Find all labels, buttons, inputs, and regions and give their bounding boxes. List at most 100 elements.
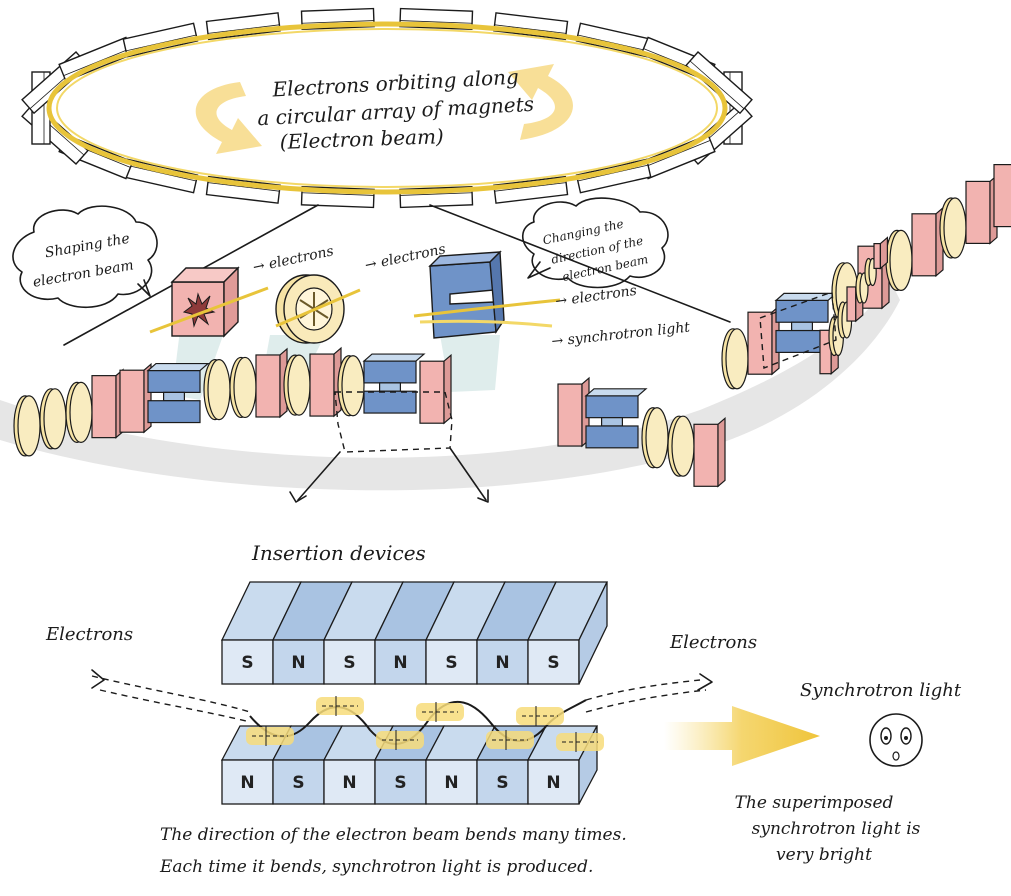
storage-ring: Electrons orbiting along a circular arra… — [21, 7, 753, 209]
zoom-line-gap-right — [449, 447, 487, 501]
top-pole-S: S — [220, 581, 303, 685]
electron-path-in — [91, 675, 251, 713]
insertion-gap-box-far — [759, 291, 837, 369]
magnet-lattice-row — [13, 164, 1011, 488]
zoom-line-gap-left — [297, 451, 341, 501]
quadrupole-magnet-unit — [255, 347, 288, 419]
label-electrons-in: Electrons — [45, 624, 133, 645]
insertion-title: Insertion devices — [251, 541, 426, 565]
pole-label: N — [546, 773, 560, 793]
pole-label: N — [291, 653, 305, 673]
sextupole-magnet — [275, 274, 345, 344]
electron-arrow-out-icon — [697, 673, 713, 691]
top-pole-S: S — [526, 581, 609, 685]
electron-path-in-2 — [99, 689, 251, 723]
quadrupole-magnet-unit — [309, 346, 342, 418]
electron-path-out — [585, 679, 701, 701]
insertion-device: S N S N S N S N S N S N S N — [220, 581, 609, 805]
emission-patch — [486, 730, 534, 750]
emission-patch — [316, 696, 364, 716]
bending-magnet-unit — [584, 388, 648, 449]
cone-bend — [440, 335, 500, 392]
sextupole-magnet-unit — [13, 395, 41, 457]
emission-patch — [516, 706, 564, 726]
sextupole-magnet-unit — [939, 197, 967, 259]
top-pole-S: S — [424, 581, 507, 685]
synchrotron-emission-points — [246, 696, 604, 752]
label-electrons-out: Electrons — [669, 632, 757, 653]
zoom-line-right — [429, 204, 731, 323]
caption-line2: Each time it bends, synchrotron light is… — [159, 857, 593, 877]
ring-magnet-block — [640, 133, 716, 180]
sextupole-magnet-unit — [337, 355, 365, 417]
bending-magnet-unit — [146, 362, 210, 424]
bending-magnet-unit — [362, 353, 426, 414]
quadrupole-magnet-unit — [91, 368, 124, 439]
sextupole-magnet-unit — [721, 328, 749, 390]
pole-label: N — [495, 653, 509, 673]
pole-label: S — [547, 653, 559, 673]
circulation-arrow-right-icon — [508, 64, 573, 140]
pole-label: S — [445, 653, 457, 673]
top-pole-N: N — [271, 581, 354, 685]
sextupole-magnet-unit — [885, 229, 913, 291]
bending-magnet-unit — [774, 292, 838, 353]
quadrupole-magnet-unit — [993, 164, 1011, 228]
callout-shaping-line1: Shaping the — [44, 231, 131, 262]
label-synchrotron-light: Synchrotron light — [800, 680, 962, 701]
pole-label: N — [444, 773, 458, 793]
bright-line3: very bright — [776, 845, 872, 865]
emission-patch — [556, 732, 604, 752]
bright-line1: The superimposed — [735, 793, 894, 813]
emission-patch — [246, 726, 294, 746]
quadrupole-magnet-unit — [419, 353, 452, 425]
pole-label: N — [240, 773, 254, 793]
pole-label: S — [343, 653, 355, 673]
quadrupole-magnet-unit — [965, 174, 998, 245]
emission-patch — [376, 730, 424, 750]
pole-label: S — [496, 773, 508, 793]
bright-eye-icon — [869, 713, 923, 767]
sextupole-magnet-unit — [39, 388, 67, 450]
synchrotron-light-arrow — [664, 706, 820, 766]
pole-label: S — [394, 773, 406, 793]
quadrupole-magnet-unit — [557, 376, 590, 448]
sextupole-magnet-unit — [229, 356, 257, 419]
circulation-arrow-left-icon — [195, 82, 262, 154]
ring-caption-line3: (Electron beam) — [279, 124, 444, 154]
sextupole-magnet-unit — [283, 354, 311, 416]
bottom-pole-N: N — [424, 725, 497, 805]
sextupole-magnet-unit — [864, 257, 877, 287]
electron-path-out-2 — [585, 689, 707, 713]
electron-beam-orbit — [46, 21, 728, 195]
quadrupole-magnet-unit — [119, 362, 152, 434]
zoom-arrow-left-icon — [289, 491, 307, 503]
callout-shaping-line2: electron beam — [32, 257, 135, 290]
sextupole-magnet-unit — [203, 359, 231, 421]
zoom-arrow-right-icon — [477, 489, 489, 503]
ring-magnet-block — [58, 36, 134, 83]
pole-label: N — [393, 653, 407, 673]
electron-beam-orbit-inner — [56, 28, 718, 188]
bright-line2: synchrotron light is — [752, 819, 921, 839]
array-side-face — [578, 581, 608, 685]
label-quad-electrons: → electrons — [252, 243, 336, 276]
pole-label: S — [241, 653, 253, 673]
electron-arrow-in-icon — [91, 669, 105, 689]
sextupole-magnet-unit — [641, 407, 669, 469]
label-synchrotron-light: → synchrotron light — [551, 319, 691, 349]
caption-line1: The direction of the electron beam bends… — [160, 825, 627, 845]
ring-magnet-block — [685, 51, 753, 115]
sextupole-magnet-unit — [65, 381, 93, 443]
quadrupole-magnet-unit — [693, 416, 726, 488]
callout-shaping: Shaping the electron beam — [12, 205, 158, 308]
bending-magnet — [428, 250, 505, 339]
emission-patch — [416, 702, 464, 722]
sextupole-magnet-unit — [828, 315, 844, 357]
sextupole-magnet-unit — [855, 272, 869, 304]
quadrupole-magnet-unit — [911, 206, 944, 278]
pole-label: S — [292, 773, 304, 793]
pole-label: N — [342, 773, 356, 793]
